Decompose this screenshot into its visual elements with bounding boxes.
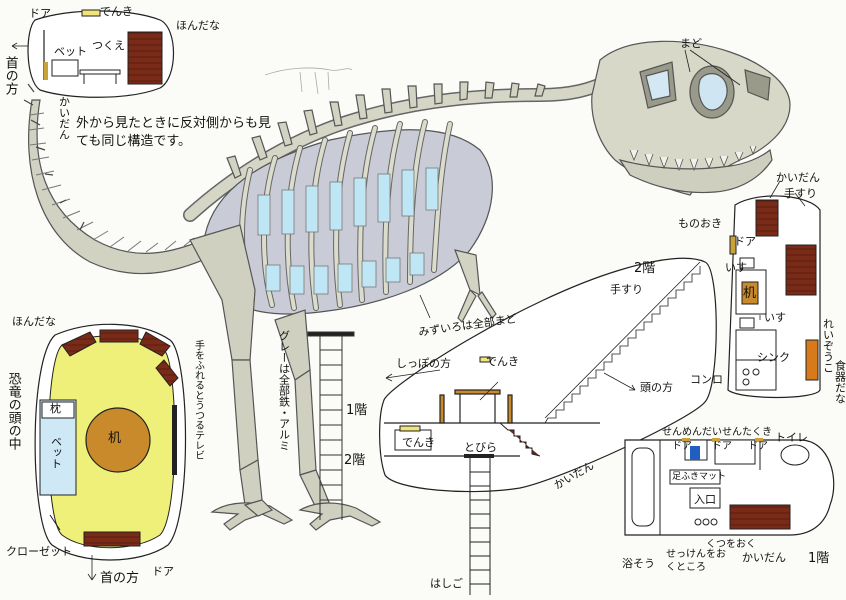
label-door-b3: ドア [748, 441, 768, 452]
label-shoe-place: くつをおく [706, 539, 756, 550]
label-bed-top: ベット [54, 45, 87, 58]
label-sink: シンク [757, 351, 790, 364]
belly-ladder [307, 331, 355, 520]
label-light-top: でんき [100, 5, 133, 18]
label-door-b1: ドア [672, 441, 692, 452]
label-bath: 浴そう [622, 557, 655, 570]
note-text: 外から見たときに反対側からも見ても同じ構造です。 [76, 116, 272, 150]
label-door-right: ドア [734, 235, 756, 248]
label-toward-head: 首の方 [2, 56, 18, 95]
label-toward-head-mid: 頭の方 [640, 381, 673, 394]
label-toilet: トイレ [775, 431, 808, 444]
label-door-b2: ドア [712, 441, 732, 452]
label-chair-b: いす [764, 311, 786, 324]
head-room-bubble [34, 323, 187, 561]
label-washer: せんたくき [722, 427, 772, 438]
label-floor1-bottom: 1階 [808, 551, 830, 566]
label-washbasin: せんめんだい [662, 427, 722, 438]
hind-leg-right [274, 309, 382, 531]
label-fridge: れいぞうこ [821, 318, 835, 373]
label-door-top: ドア [29, 7, 51, 20]
section-bubble [379, 257, 717, 595]
label-floor2-mid: 2階 [344, 453, 366, 468]
body-windows [257, 167, 439, 295]
floor2-plan [727, 195, 821, 399]
label-floor2-right: 2階 [634, 261, 656, 276]
label-closet: クローゼット [6, 545, 72, 558]
label-title-left: 恐竜の頭の中 [5, 372, 21, 450]
label-handrail-mid: 手すり [610, 283, 643, 296]
label-desk-top: つくえ [92, 39, 125, 52]
label-stairs-top: かいだん [57, 96, 71, 140]
label-eye-window: まど [680, 37, 702, 50]
small-sketch [264, 67, 353, 95]
leader-lines [11, 42, 806, 581]
label-stove: コンロ [690, 373, 723, 386]
skull [591, 40, 791, 196]
neck-room-bubble [27, 9, 175, 98]
label-bath-mat: 足ふきマット [672, 472, 727, 482]
label-handrail-right: 手すり [784, 187, 817, 200]
label-soap-place: せっけんをおくところ [666, 549, 726, 573]
label-stairs-right: かいだん [776, 171, 820, 184]
label-stairs-bottom: かいだん [742, 551, 786, 564]
label-toward-neck: 首の方 [100, 571, 140, 586]
hind-leg-left [189, 224, 294, 531]
label-tv: 手をふれるとうつるテレビ [192, 340, 204, 460]
label-cupboard: 食器だな [833, 360, 846, 404]
label-shelf-left: ほんだな [12, 315, 56, 328]
label-bed-left: ベット [49, 436, 63, 469]
label-light-mid: でんき [486, 355, 519, 368]
label-storage: ものおき [678, 217, 722, 230]
label-pillow: 枕 [50, 402, 61, 415]
label-hatch: とびら [464, 441, 497, 454]
label-shelf-top: ほんだな [176, 19, 220, 32]
label-entrance: 入口 [694, 493, 716, 506]
label-desk-right: 机 [743, 286, 757, 301]
label-ladder: はしご [430, 577, 463, 590]
label-chair-a: いす [725, 261, 747, 274]
label-desk-left: 机 [108, 431, 122, 446]
label-floor1-mid: 1階 [346, 403, 368, 418]
label-to-tail: しっぽの方 [396, 357, 451, 370]
label-door-left: ドア [152, 565, 174, 578]
label-body-material: グレーは全部鉄・アルミ [277, 330, 291, 451]
dinosaur-skeleton [23, 40, 791, 531]
label-light-mid2: でんき [402, 436, 435, 449]
floor1-plan [624, 438, 835, 536]
